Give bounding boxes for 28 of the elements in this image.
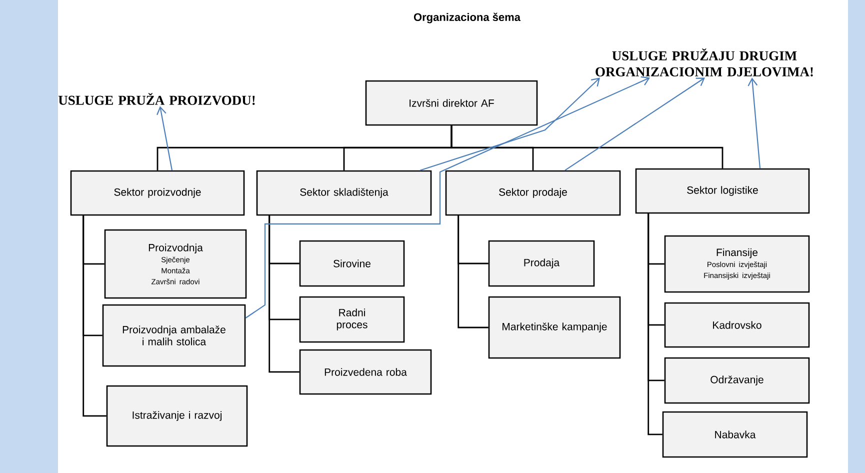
arrow [156, 106, 173, 170]
connector-line [458, 216, 488, 328]
org-box: Nabavka [662, 411, 808, 458]
org-box: Proizvodnja ambalaže i malih stolica [102, 304, 246, 367]
arrow [564, 78, 705, 171]
connector-line [268, 216, 300, 373]
connector-line [648, 214, 662, 436]
org-box: Sirovine [299, 240, 405, 287]
org-box: Sektor skladištenja [256, 170, 432, 216]
org-box: Proizvedena roba [299, 349, 432, 395]
arrow [748, 78, 761, 168]
org-box: Kadrovsko [664, 302, 810, 348]
org-box: Sektor logistike [635, 168, 810, 214]
arrow [420, 78, 600, 171]
org-box: Prodaja [488, 240, 595, 287]
org-box: Marketinške kampanje [488, 296, 621, 359]
org-box: Sektor prodaje [445, 170, 621, 216]
connector-line [450, 126, 724, 168]
title: Organizaciona šema [414, 12, 521, 24]
org-box: Istraživanje i razvoj [106, 385, 248, 447]
org-box: Izvršni direktor AF [365, 80, 538, 126]
arrow [245, 76, 650, 318]
callout-text: USLUGE PRUŽA PROIZVODU! [58, 93, 255, 105]
connector-line [82, 216, 106, 417]
org-box: Održavanje [664, 357, 810, 404]
callout-text: USLUGE PRUŽAJU DRUGIM ORGANIZACIONIM DJELOVIMA! [596, 48, 813, 76]
org-box: Radni proces [299, 296, 405, 343]
org-box: Sektor proizvodnje [70, 170, 245, 216]
